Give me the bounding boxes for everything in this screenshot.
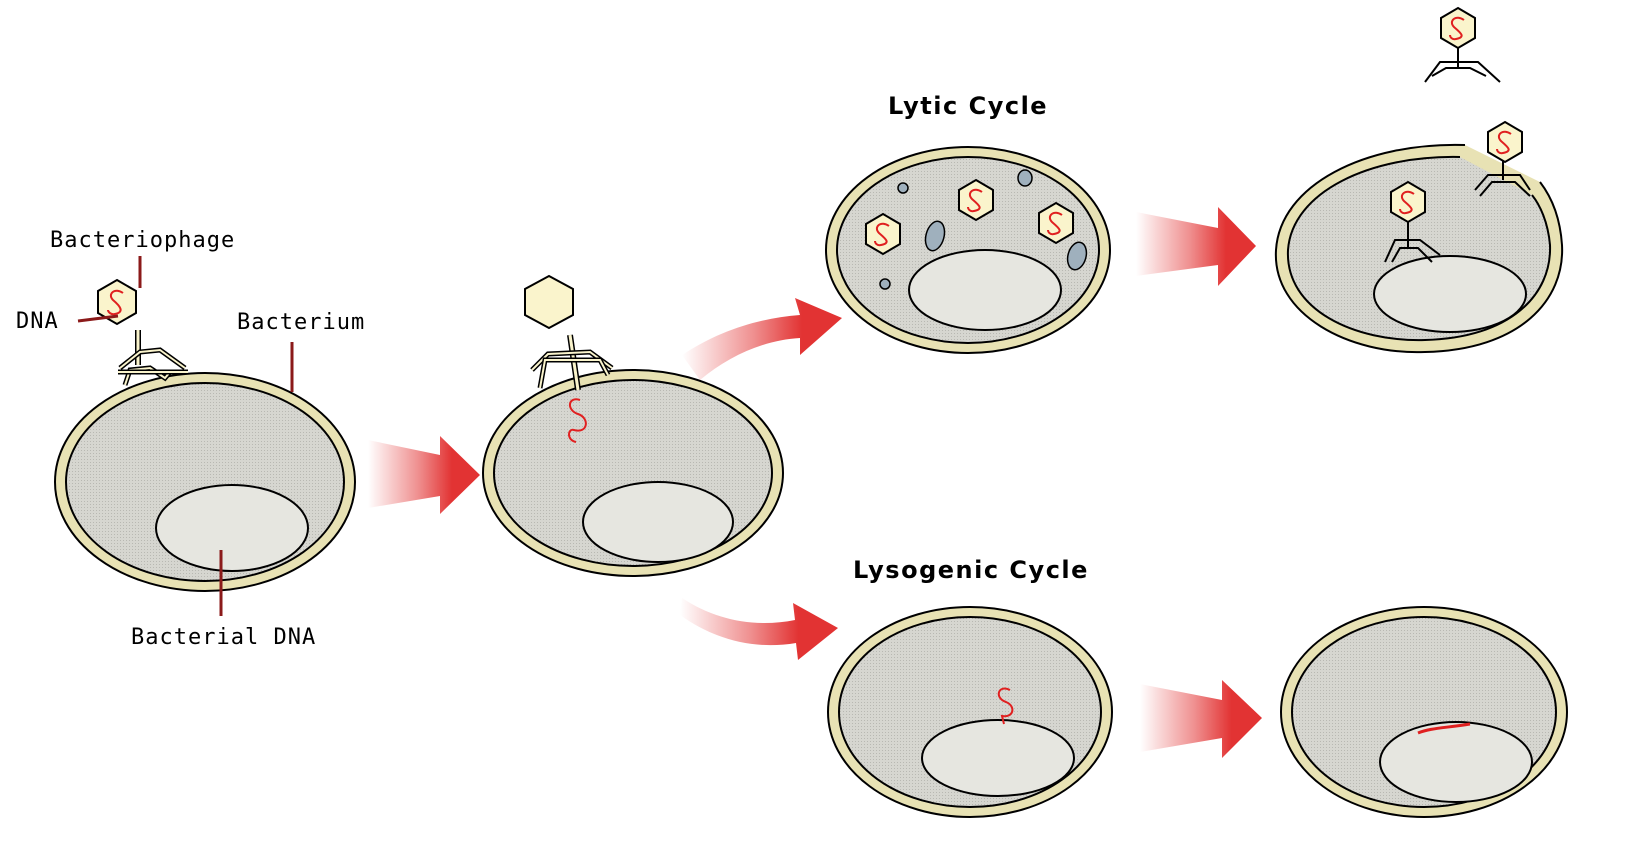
arrow-lysis <box>1136 207 1256 286</box>
arrow-to-lytic <box>682 298 842 380</box>
bacteriophage-attached <box>98 280 188 385</box>
lysogenic-cell-prophage <box>1281 607 1567 817</box>
lytic-cell-replication <box>826 147 1110 353</box>
dna-label: DNA <box>16 309 59 334</box>
free-progeny-phage <box>1425 8 1500 82</box>
lysogenic-cycle-heading: Lysogenic Cycle <box>853 556 1089 584</box>
lytic-cell-lysis <box>1276 122 1562 352</box>
arrow-to-lysogenic <box>680 598 838 660</box>
bacterium-label: Bacterium <box>237 310 365 335</box>
bacterial-dna-label: Bacterial DNA <box>131 625 316 650</box>
lytic-cycle-heading: Lytic Cycle <box>888 92 1048 120</box>
bacteriophage-label: Bacteriophage <box>50 228 235 253</box>
lysogenic-cell-integration <box>828 607 1112 817</box>
arrow-prophage <box>1140 680 1262 758</box>
bacterium-cell-1 <box>55 373 355 591</box>
arrow-infection <box>368 436 480 514</box>
bacterium-cell-2 <box>483 370 783 576</box>
